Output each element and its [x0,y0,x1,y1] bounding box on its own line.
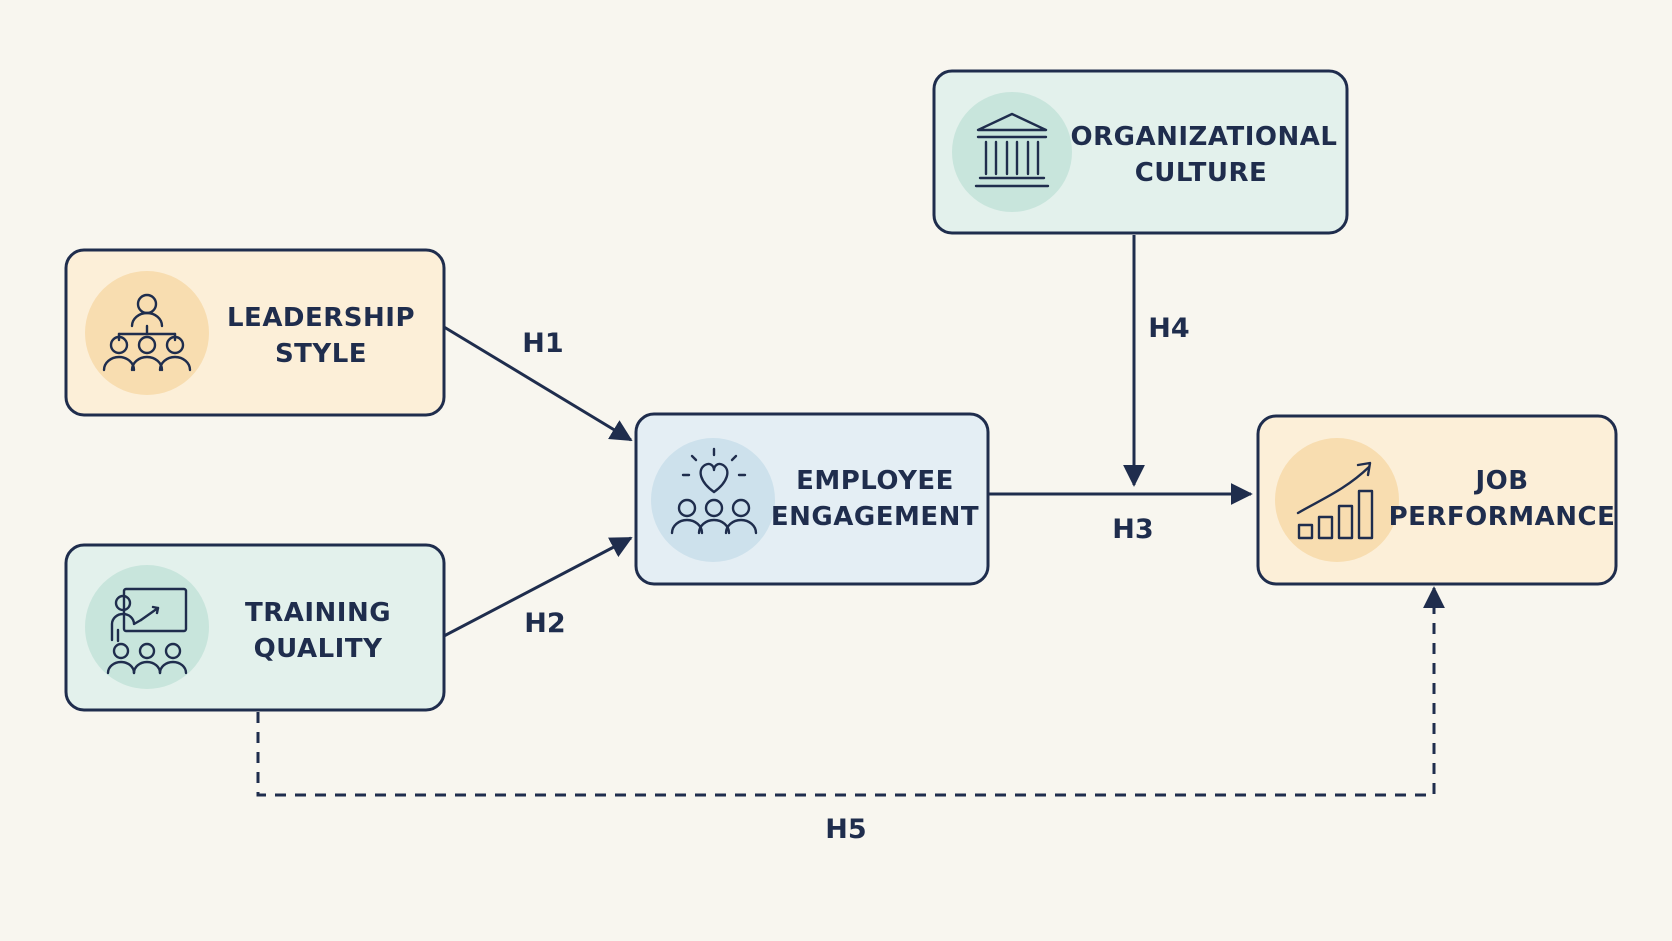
growth-chart-icon [1296,461,1374,540]
team-hierarchy-icon [102,293,192,372]
edge-h1-arrow [443,325,633,442]
node-culture-label-line1: ORGANIZATIONAL [1071,122,1338,152]
node-leadership-style: LEADERSHIP STYLE [64,248,446,417]
node-employee-engagement: EMPLOYEE ENGAGEMENT [634,412,990,586]
edge-h5-arrow [256,586,1445,797]
node-organizational-culture: ORGANIZATIONAL CULTURE [932,69,1349,235]
edge-label-h5: H5 [825,814,866,845]
edge-label-h2: H2 [524,608,565,639]
node-engagement-label-line1: EMPLOYEE [796,466,954,496]
team-heart-icon [670,447,758,535]
node-leadership-label-line2: STYLE [275,339,367,369]
presentation-icon [106,587,188,675]
node-job-performance: JOB PERFORMANCE [1256,414,1618,586]
node-performance-label-line1: JOB [1473,466,1528,496]
edges [256,235,1445,797]
edge-labels: H1 H2 H3 H4 H5 [522,313,1189,845]
edge-label-h1: H1 [522,328,563,359]
edge-label-h3: H3 [1112,514,1153,545]
node-culture-label-line2: CULTURE [1135,158,1268,188]
node-leadership-label-line1: LEADERSHIP [227,303,415,333]
node-training-quality: TRAINING QUALITY [64,543,446,712]
node-training-label-line2: QUALITY [254,634,384,664]
node-engagement-label-line2: ENGAGEMENT [771,502,979,532]
edge-h2-arrow [443,536,633,638]
node-training-label-line1: TRAINING [245,598,391,628]
edge-label-h4: H4 [1148,313,1189,344]
node-performance-label-line2: PERFORMANCE [1389,502,1616,532]
institution-icon [974,112,1050,188]
